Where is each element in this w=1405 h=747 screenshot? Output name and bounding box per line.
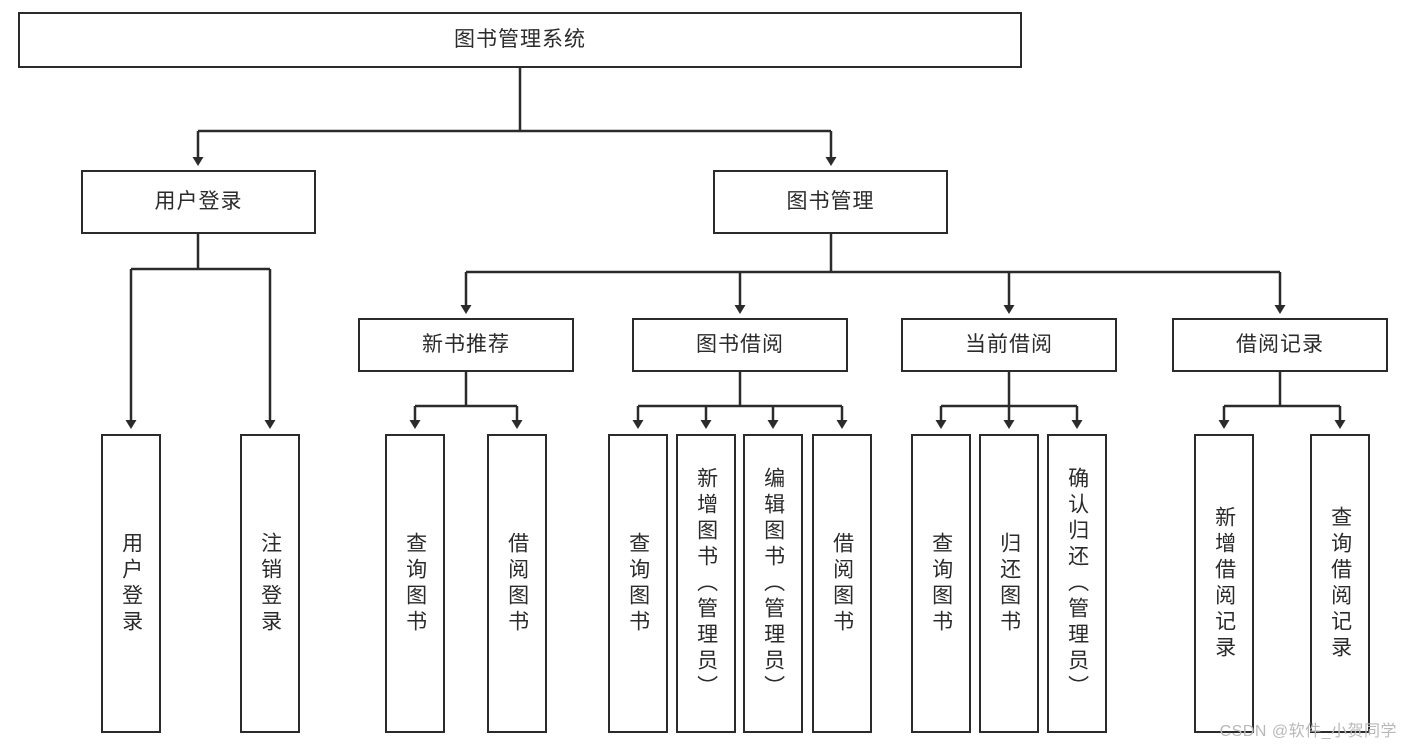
node-label: 用户登录 [154,190,243,214]
node-label: 查询图书 [626,531,650,636]
leaf-query-book-current[interactable]: 查询图书 [911,434,971,733]
node-label: 编辑图书（管理员） [761,466,785,701]
node-borrow-record[interactable]: 借阅记录 [1172,318,1388,372]
node-label: 确认归还（管理员） [1065,466,1089,701]
node-label: 借阅图书 [830,531,854,636]
leaf-return-book[interactable]: 归还图书 [979,434,1039,733]
node-label: 图书管理 [786,190,875,214]
leaf-add-borrow-record[interactable]: 新增借阅记录 [1194,434,1254,733]
node-book-borrow[interactable]: 图书借阅 [632,318,848,372]
node-label: 归还图书 [997,531,1021,636]
node-label: 新增图书（管理员） [694,466,718,701]
leaf-query-book-borrow[interactable]: 查询图书 [608,434,668,733]
node-label: 新书推荐 [422,333,510,357]
node-label: 新增借阅记录 [1212,505,1236,662]
node-label: 当前借阅 [965,333,1053,357]
node-root-book-management-system[interactable]: 图书管理系统 [18,12,1022,68]
leaf-user-login[interactable]: 用户登录 [101,434,161,733]
leaf-query-book-recommend[interactable]: 查询图书 [385,434,445,733]
node-label: 查询图书 [403,531,427,636]
csdn-watermark: CSDN @软件_小贺同学 [1219,723,1397,740]
node-user-login[interactable]: 用户登录 [81,170,316,234]
node-label: 查询图书 [929,531,953,636]
node-label: 图书借阅 [696,333,784,357]
node-label: 借阅记录 [1236,333,1324,357]
leaf-query-borrow-record[interactable]: 查询借阅记录 [1310,434,1370,733]
node-new-book-recommend[interactable]: 新书推荐 [358,318,574,372]
node-label: 注销登录 [258,531,282,636]
node-label: 查询借阅记录 [1328,505,1352,662]
leaf-edit-book-admin[interactable]: 编辑图书（管理员） [743,434,803,733]
node-label: 借阅图书 [505,531,529,636]
node-label: 用户登录 [119,531,143,636]
leaf-borrow-book-recommend[interactable]: 借阅图书 [487,434,547,733]
node-book-management[interactable]: 图书管理 [713,170,948,234]
node-label: 图书管理系统 [454,28,586,52]
leaf-borrow-book[interactable]: 借阅图书 [812,434,872,733]
leaf-add-book-admin[interactable]: 新增图书（管理员） [676,434,736,733]
leaf-logout[interactable]: 注销登录 [240,434,300,733]
node-current-borrow[interactable]: 当前借阅 [901,318,1117,372]
leaf-confirm-return-admin[interactable]: 确认归还（管理员） [1047,434,1107,733]
